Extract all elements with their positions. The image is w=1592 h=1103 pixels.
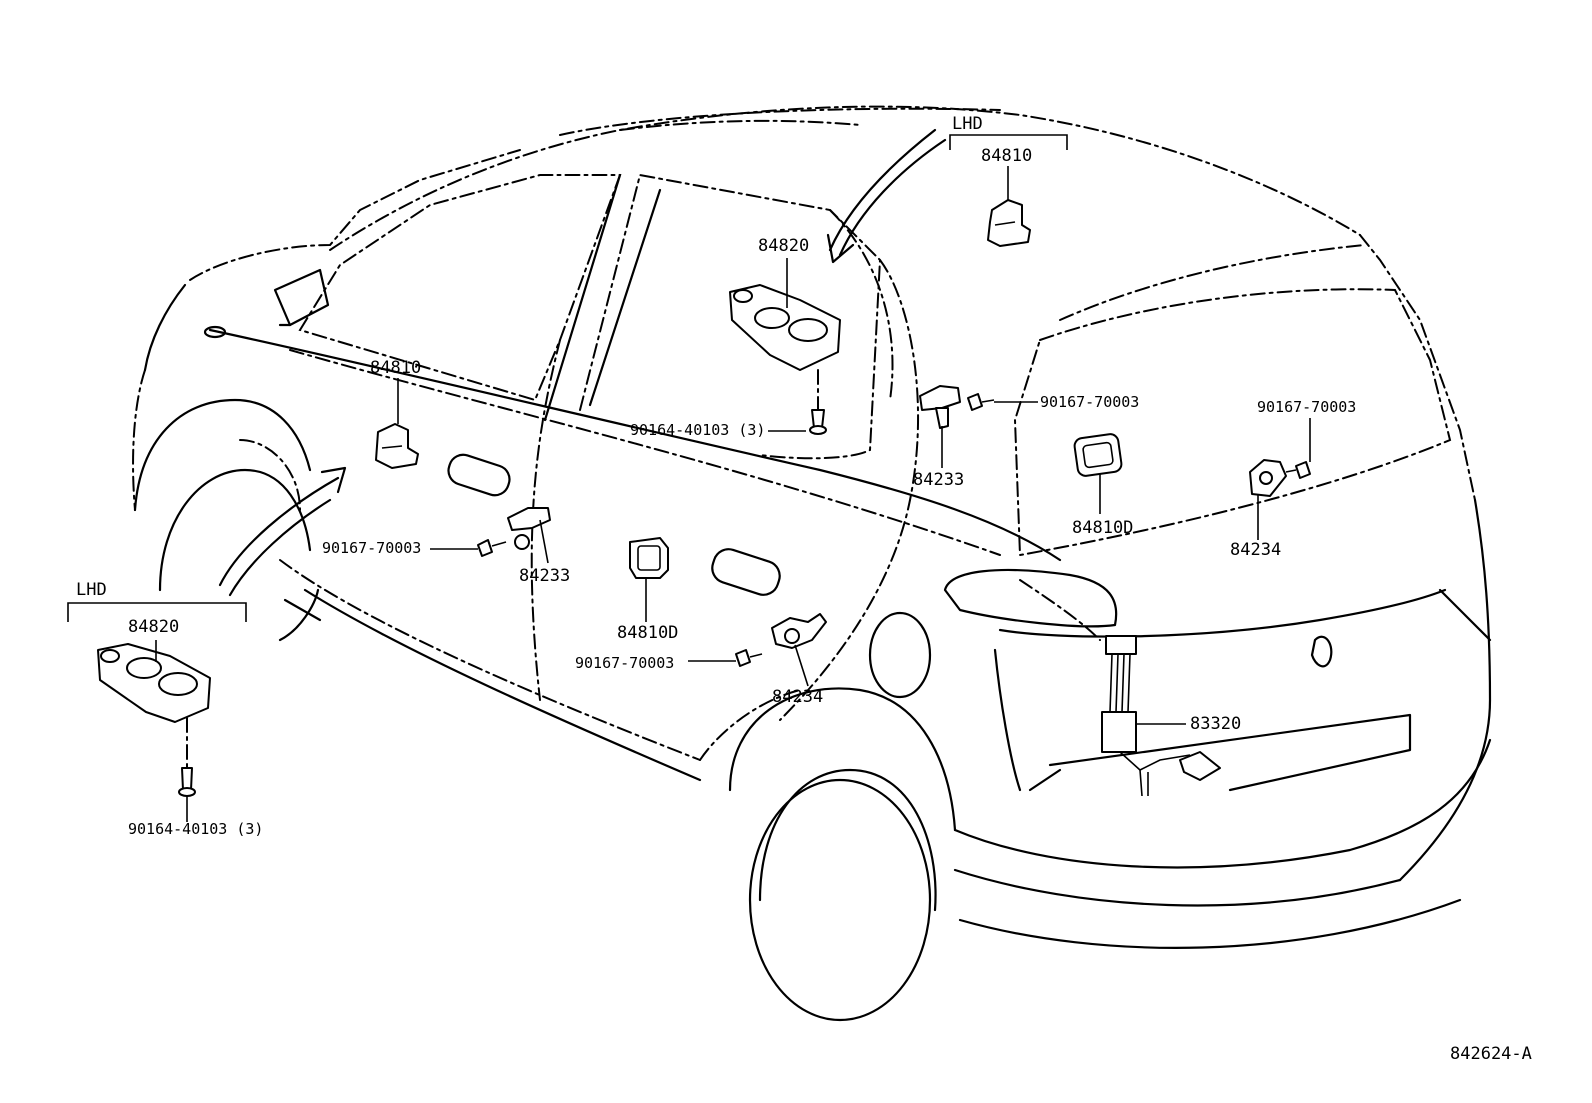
callout-arrows (218, 128, 947, 642)
part-number-83320: 83320 (1190, 714, 1242, 734)
part-number-84820-top: 84820 (758, 236, 810, 256)
part-84234-rear (1249, 418, 1311, 540)
lhd-label-left: LHD (76, 580, 107, 600)
part-84810D-rear (1073, 433, 1123, 514)
part-number-90164-left: 90164-40103 (3) (128, 820, 264, 838)
part-number-84234-rear: 84234 (1230, 540, 1282, 560)
part-number-84810-door: 84810 (370, 358, 422, 378)
part-number-90164-top: 90164-40103 (3) (630, 421, 766, 439)
part-number-84233-front: 84233 (519, 566, 571, 586)
part-number-84810D-rear: 84810D (1072, 518, 1134, 538)
part-84820-top (729, 258, 841, 435)
part-number-84234-front: 84234 (772, 687, 824, 707)
part-number-84810-top: 84810 (981, 146, 1033, 166)
part-84234-front (688, 613, 827, 687)
part-84810D-front (629, 537, 669, 622)
lhd-label-top: LHD (952, 114, 983, 134)
part-number-90167-front-left: 90167-70003 (322, 539, 422, 557)
part-84810-door (375, 378, 419, 469)
figure-code: 842624-A (1450, 1044, 1532, 1064)
part-83320 (1101, 635, 1221, 797)
part-number-90167-rear-door: 90167-70003 (1040, 393, 1140, 411)
part-84810-top (987, 166, 1031, 247)
part-number-84233-rear: 84233 (913, 470, 965, 490)
part-number-90167-front-lower: 90167-70003 (575, 654, 675, 672)
lhd-brackets (67, 134, 1068, 622)
part-number-84820-left: 84820 (128, 617, 180, 637)
part-84820-left (97, 640, 211, 822)
part-84233-front (430, 507, 551, 564)
part-number-84810D-front: 84810D (617, 623, 679, 643)
part-number-90167-rear-window: 90167-70003 (1257, 398, 1357, 416)
part-84233-rear (919, 385, 1038, 468)
car-body (132, 105, 1492, 1022)
